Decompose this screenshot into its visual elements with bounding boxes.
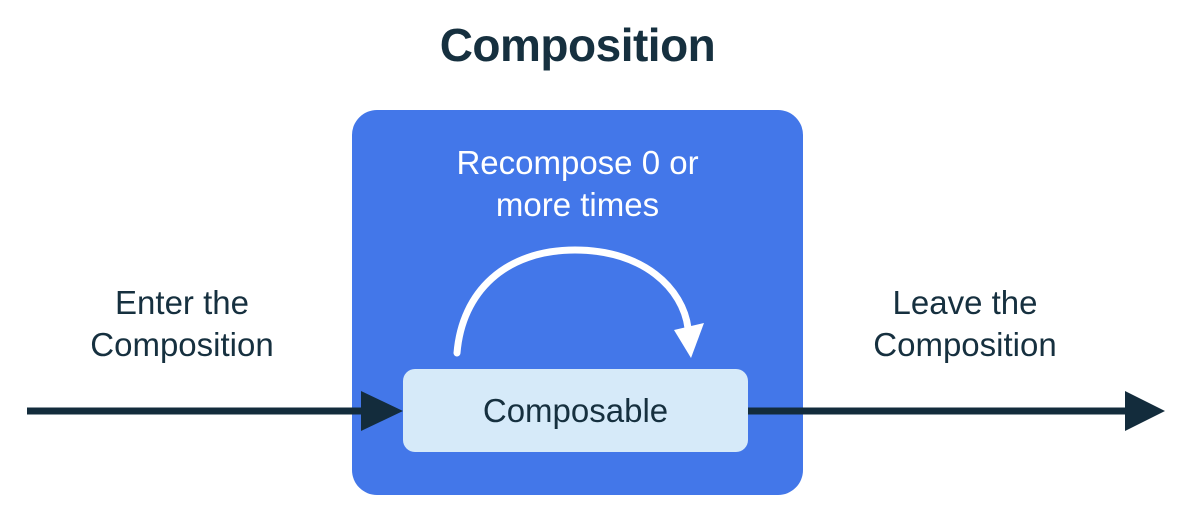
- diagram-title: Composition: [439, 19, 716, 71]
- composable-label: Composable: [482, 391, 669, 429]
- enter-arrow-icon: [27, 391, 403, 431]
- composable-box: Composable: [403, 369, 748, 452]
- recompose-label: Recompose 0 or more times: [456, 144, 699, 223]
- enter-composition-label: Enter the Composition: [90, 284, 274, 363]
- leave-arrow-icon: [748, 391, 1165, 431]
- leave-composition-label: Leave the Composition: [873, 284, 1057, 363]
